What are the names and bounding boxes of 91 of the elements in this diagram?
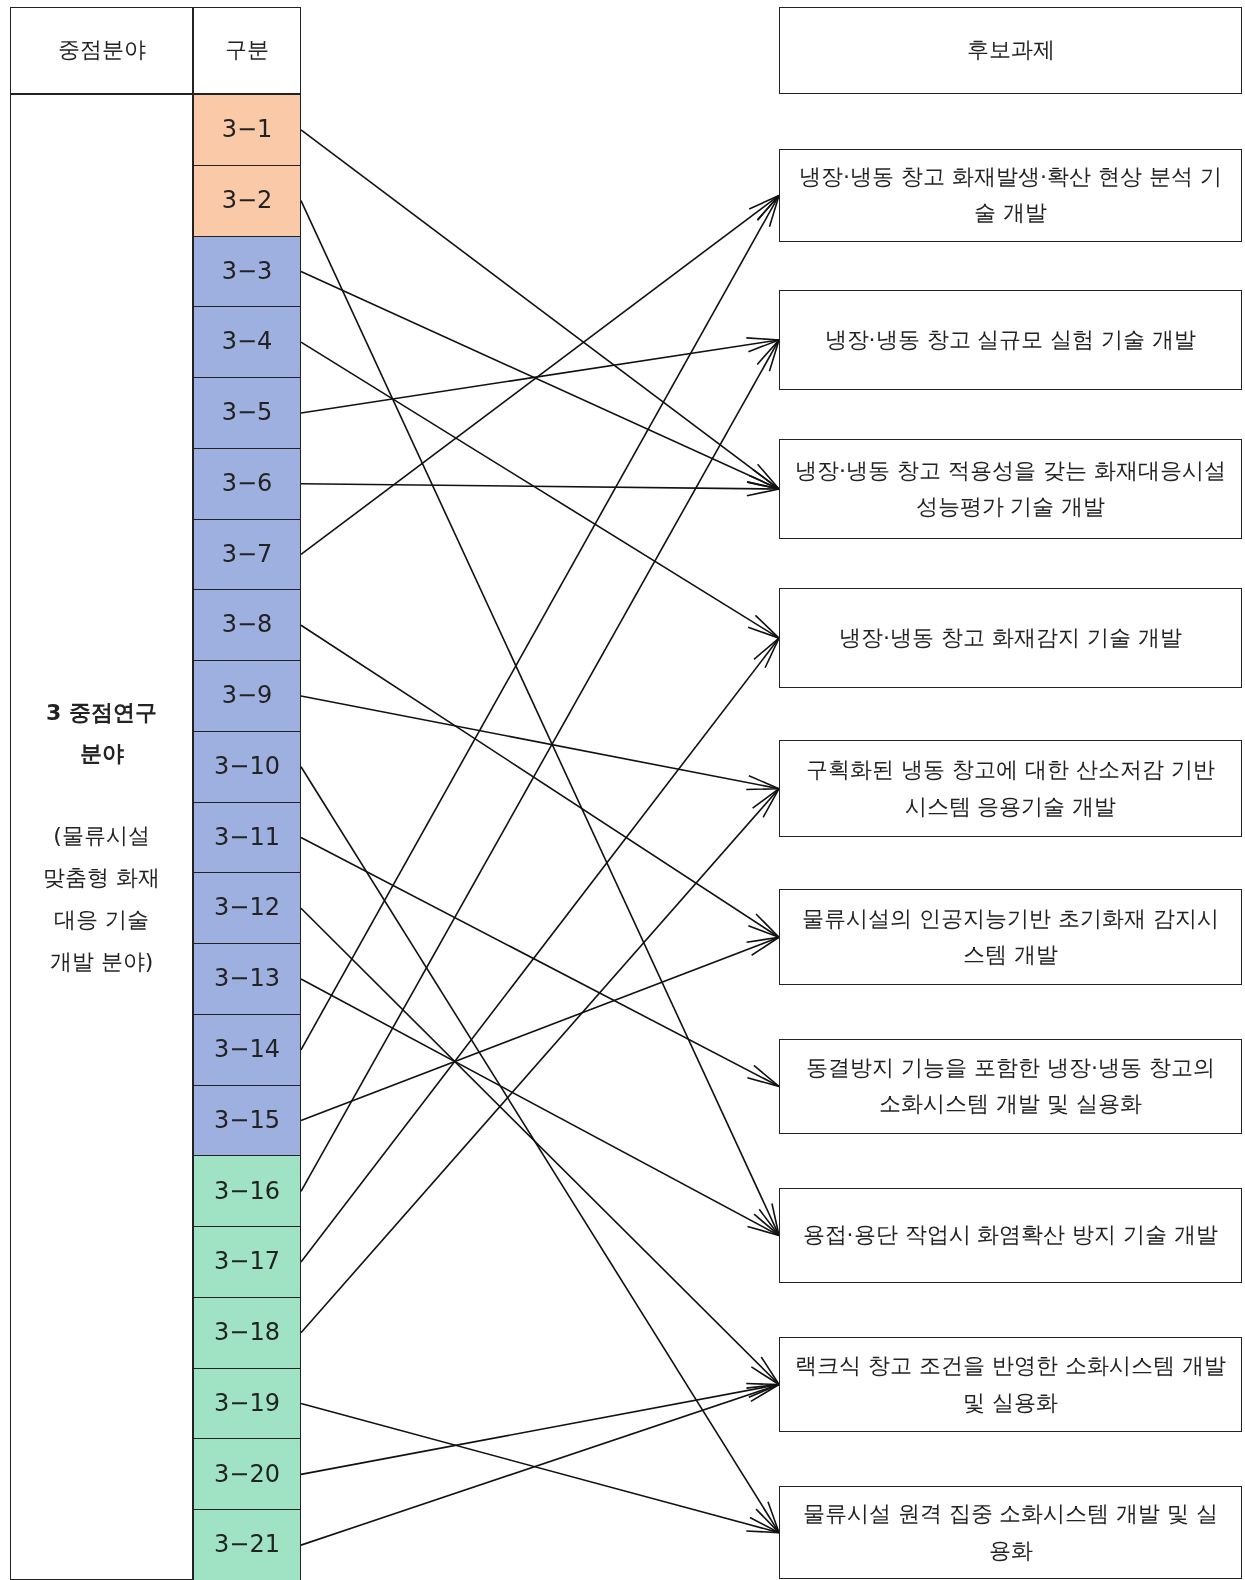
arrow — [300, 129, 780, 490]
task-box — [779, 588, 1242, 688]
item-number: 3−18 — [214, 1317, 280, 1348]
arrow — [300, 341, 780, 639]
task-box — [779, 149, 1242, 242]
item-cell — [193, 589, 301, 662]
task-text: 물류시설 원격 집중 소화시스템 개발 및 실용화 — [801, 1500, 1220, 1565]
item-number: 3−21 — [214, 1529, 280, 1561]
item-cell — [193, 872, 301, 945]
arrow — [300, 936, 780, 1122]
arrow — [300, 270, 780, 490]
item-number: 3−20 — [214, 1458, 280, 1490]
item-number: 3−9 — [221, 680, 273, 712]
item-cell — [193, 730, 301, 803]
task-text: 동결방지 기능을 포함한 냉장·냉동 창고의 소화시스템 개발 및 실용화 — [805, 1054, 1216, 1119]
task-box — [779, 740, 1242, 838]
item-number: 3−5 — [221, 397, 273, 429]
category-note: (물류시설 맞춤형 화재대응 기술 개발 분야) — [42, 822, 161, 976]
arrow — [300, 1383, 780, 1546]
header-box — [779, 7, 1242, 94]
item-number: 3−7 — [221, 538, 273, 570]
task-box — [779, 889, 1242, 986]
task-text: 용접·용단 작업시 화염확산 방지 기술 개발 — [801, 1221, 1220, 1250]
item-cell — [193, 306, 301, 379]
item-number: 3−17 — [214, 1246, 280, 1278]
item-cell — [193, 1013, 301, 1086]
item-cell — [193, 1296, 301, 1369]
item-cell — [193, 447, 301, 520]
arrow — [300, 194, 780, 556]
arrow — [300, 337, 780, 414]
arrow — [300, 836, 780, 1088]
category-cell — [10, 94, 193, 1580]
item-cell — [193, 235, 301, 308]
item-cell — [193, 518, 301, 591]
task-box — [779, 290, 1242, 390]
task-text: 냉장·냉동 창고 화재감지 기술 개발 — [838, 623, 1183, 652]
item-number: 3−4 — [221, 326, 273, 358]
item-cell — [193, 943, 301, 1015]
task-text: 냉장·냉동 창고 화재발생·확산 현상 분석 기술 개발 — [798, 163, 1223, 228]
item-cell — [193, 377, 301, 449]
item-number: 3−6 — [221, 467, 273, 499]
item-number: 3−16 — [214, 1175, 280, 1207]
arrow — [300, 194, 780, 1051]
item-number: 3−19 — [214, 1387, 280, 1419]
header-cell — [10, 7, 193, 94]
header-text: 중점분야 — [57, 36, 146, 65]
arrow — [300, 978, 780, 1237]
item-number: 3−8 — [221, 609, 273, 641]
item-number: 3−14 — [214, 1033, 280, 1065]
header-text: 후보과제 — [966, 36, 1055, 65]
arrow — [300, 624, 780, 939]
task-box — [779, 1187, 1242, 1284]
arrow — [300, 787, 780, 1334]
item-cell — [193, 1367, 301, 1440]
arrow — [300, 765, 780, 1534]
arrow — [300, 199, 780, 1237]
task-box — [779, 439, 1242, 539]
item-cell — [193, 1084, 301, 1157]
header-text: 구분 — [225, 36, 269, 65]
header-cell — [193, 7, 301, 94]
item-cell — [193, 801, 301, 874]
arrow — [300, 339, 780, 1193]
arrow — [300, 907, 780, 1386]
item-number: 3−3 — [221, 255, 273, 287]
task-text: 냉장·냉동 창고 적용성을 갖는 화재대응시설 성능평가 기술 개발 — [794, 456, 1227, 522]
item-number: 3−11 — [214, 821, 280, 853]
task-text: 물류시설의 인공지능기반 초기화재 감지시스템 개발 — [801, 905, 1220, 970]
item-number: 3−10 — [214, 750, 280, 782]
arrow — [300, 695, 780, 791]
arrow — [300, 1402, 780, 1534]
item-cell — [193, 1509, 301, 1580]
arrow — [300, 637, 780, 1263]
item-number: 3−12 — [214, 892, 280, 924]
item-number: 3−13 — [214, 963, 280, 995]
item-cell — [193, 1155, 301, 1228]
item-cell — [193, 164, 301, 237]
arrow — [300, 480, 780, 497]
item-cell — [193, 1438, 301, 1511]
category-title: 3 중점연구 분야 — [45, 698, 158, 769]
item-cell — [193, 660, 301, 732]
item-number: 3−2 — [221, 184, 273, 216]
item-number: 3−1 — [221, 114, 273, 146]
item-number: 3−15 — [214, 1104, 280, 1136]
task-box — [779, 1038, 1242, 1135]
task-box — [779, 1336, 1242, 1433]
task-box — [779, 1485, 1242, 1580]
task-text: 냉장·냉동 창고 실규모 실험 기술 개발 — [823, 325, 1198, 354]
task-text: 랙크식 창고 조건을 반영한 소화시스템 개발 및 실용화 — [794, 1352, 1227, 1417]
item-cell — [193, 1226, 301, 1298]
item-cell — [193, 94, 301, 166]
task-text: 구획화된 냉동 창고에 대한 산소저감 기반 시스템 응용기술 개발 — [805, 756, 1216, 821]
